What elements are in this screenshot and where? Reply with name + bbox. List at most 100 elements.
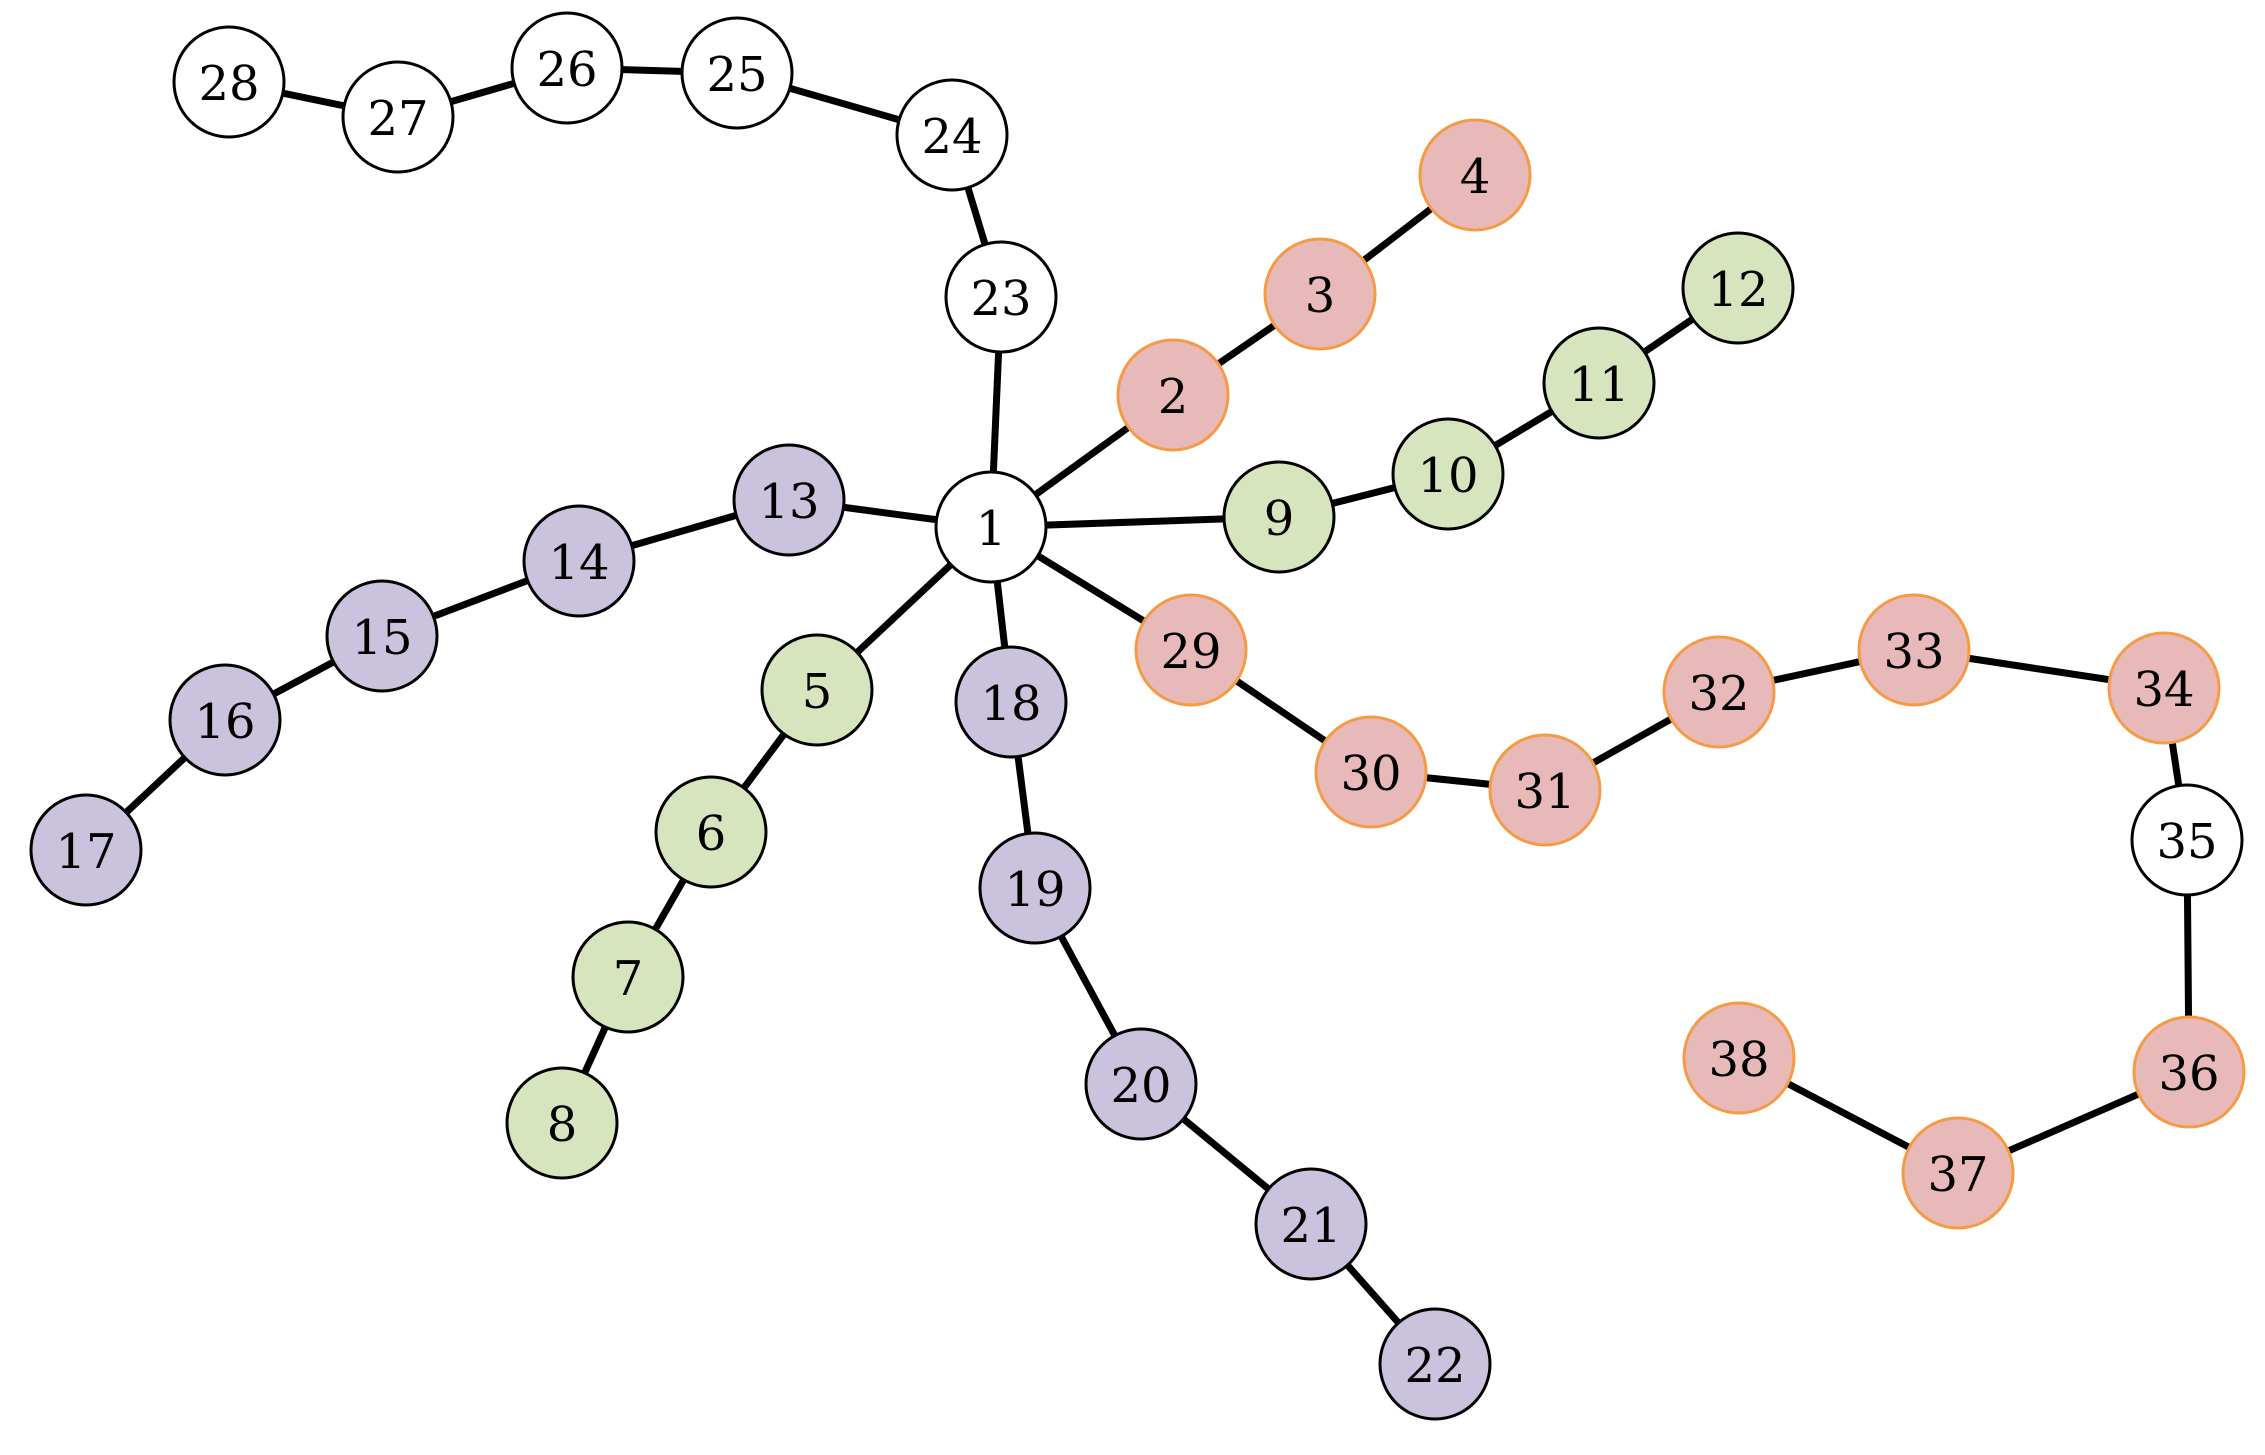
node-circle-4 xyxy=(1418,118,1532,232)
node-label-31: 31 xyxy=(1514,764,1575,820)
node-label-3: 3 xyxy=(1305,268,1336,324)
node-11: 11 xyxy=(1542,326,1656,440)
node-circle-34 xyxy=(2107,631,2221,745)
node-3: 3 xyxy=(1263,237,1377,351)
node-circle-28 xyxy=(172,25,286,139)
node-circle-6 xyxy=(654,775,768,889)
node-circle-36 xyxy=(2132,1015,2246,1129)
node-label-11: 11 xyxy=(1568,357,1629,413)
node-32: 32 xyxy=(1662,635,1776,749)
node-label-29: 29 xyxy=(1160,624,1221,680)
node-circle-19 xyxy=(978,831,1092,945)
node-circle-5 xyxy=(760,633,874,747)
node-2: 2 xyxy=(1116,338,1230,452)
node-7: 7 xyxy=(571,920,685,1034)
node-label-15: 15 xyxy=(351,610,412,666)
node-circle-16 xyxy=(168,663,282,777)
node-circle-8 xyxy=(505,1066,619,1180)
node-4: 4 xyxy=(1418,118,1532,232)
node-9: 9 xyxy=(1222,460,1336,574)
node-circle-23 xyxy=(944,240,1058,354)
node-17: 17 xyxy=(29,793,143,907)
node-circle-2 xyxy=(1116,338,1230,452)
node-label-1: 1 xyxy=(976,501,1007,557)
node-label-38: 38 xyxy=(1708,1032,1769,1088)
node-label-37: 37 xyxy=(1927,1147,1988,1203)
node-circle-7 xyxy=(571,920,685,1034)
node-circle-29 xyxy=(1134,593,1248,707)
node-label-2: 2 xyxy=(1158,369,1189,425)
node-label-25: 25 xyxy=(706,47,767,103)
node-circle-26 xyxy=(510,11,624,125)
node-14: 14 xyxy=(522,504,636,618)
node-35: 35 xyxy=(2130,783,2244,897)
node-circle-24 xyxy=(895,78,1009,192)
node-label-8: 8 xyxy=(547,1097,578,1153)
node-36: 36 xyxy=(2132,1015,2246,1129)
node-33: 33 xyxy=(1857,593,1971,707)
node-label-23: 23 xyxy=(970,271,1031,327)
node-15: 15 xyxy=(325,579,439,693)
node-label-13: 13 xyxy=(758,474,819,530)
node-label-24: 24 xyxy=(921,109,982,165)
node-circle-32 xyxy=(1662,635,1776,749)
node-circle-21 xyxy=(1254,1167,1368,1281)
node-28: 28 xyxy=(172,25,286,139)
node-circle-37 xyxy=(1901,1116,2015,1230)
node-19: 19 xyxy=(978,831,1092,945)
node-25: 25 xyxy=(680,16,794,130)
node-circle-17 xyxy=(29,793,143,907)
node-5: 5 xyxy=(760,633,874,747)
node-circle-22 xyxy=(1378,1307,1492,1421)
node-circle-20 xyxy=(1084,1027,1198,1141)
node-circle-18 xyxy=(954,645,1068,759)
node-circle-30 xyxy=(1314,715,1428,829)
node-16: 16 xyxy=(168,663,282,777)
node-label-5: 5 xyxy=(802,664,833,720)
node-29: 29 xyxy=(1134,593,1248,707)
node-22: 22 xyxy=(1378,1307,1492,1421)
node-label-21: 21 xyxy=(1280,1198,1341,1254)
node-label-34: 34 xyxy=(2133,662,2194,718)
node-12: 12 xyxy=(1681,231,1795,345)
node-26: 26 xyxy=(510,11,624,125)
node-circle-3 xyxy=(1263,237,1377,351)
node-circle-27 xyxy=(341,60,455,174)
node-circle-14 xyxy=(522,504,636,618)
node-label-18: 18 xyxy=(980,676,1041,732)
node-18: 18 xyxy=(954,645,1068,759)
node-circle-15 xyxy=(325,579,439,693)
edges-layer xyxy=(82,64,2193,1368)
node-circle-33 xyxy=(1857,593,1971,707)
node-label-27: 27 xyxy=(367,91,428,147)
node-38: 38 xyxy=(1682,1001,1796,1115)
node-label-19: 19 xyxy=(1004,862,1065,918)
node-circle-9 xyxy=(1222,460,1336,574)
node-24: 24 xyxy=(895,78,1009,192)
node-1: 1 xyxy=(934,470,1048,584)
node-circle-35 xyxy=(2130,783,2244,897)
node-label-20: 20 xyxy=(1110,1058,1171,1114)
node-6: 6 xyxy=(654,775,768,889)
node-label-9: 9 xyxy=(1264,491,1295,547)
node-label-12: 12 xyxy=(1707,262,1768,318)
node-label-22: 22 xyxy=(1404,1338,1465,1394)
node-37: 37 xyxy=(1901,1116,2015,1230)
node-label-6: 6 xyxy=(696,806,727,862)
node-20: 20 xyxy=(1084,1027,1198,1141)
node-circle-11 xyxy=(1542,326,1656,440)
node-8: 8 xyxy=(505,1066,619,1180)
node-30: 30 xyxy=(1314,715,1428,829)
node-label-35: 35 xyxy=(2156,814,2217,870)
node-label-17: 17 xyxy=(55,824,116,880)
node-27: 27 xyxy=(341,60,455,174)
node-label-14: 14 xyxy=(548,535,609,591)
node-34: 34 xyxy=(2107,631,2221,745)
node-label-7: 7 xyxy=(613,951,644,1007)
node-label-28: 28 xyxy=(198,56,259,112)
node-31: 31 xyxy=(1488,733,1602,847)
node-23: 23 xyxy=(944,240,1058,354)
node-circle-1 xyxy=(934,470,1048,584)
node-label-4: 4 xyxy=(1460,149,1491,205)
